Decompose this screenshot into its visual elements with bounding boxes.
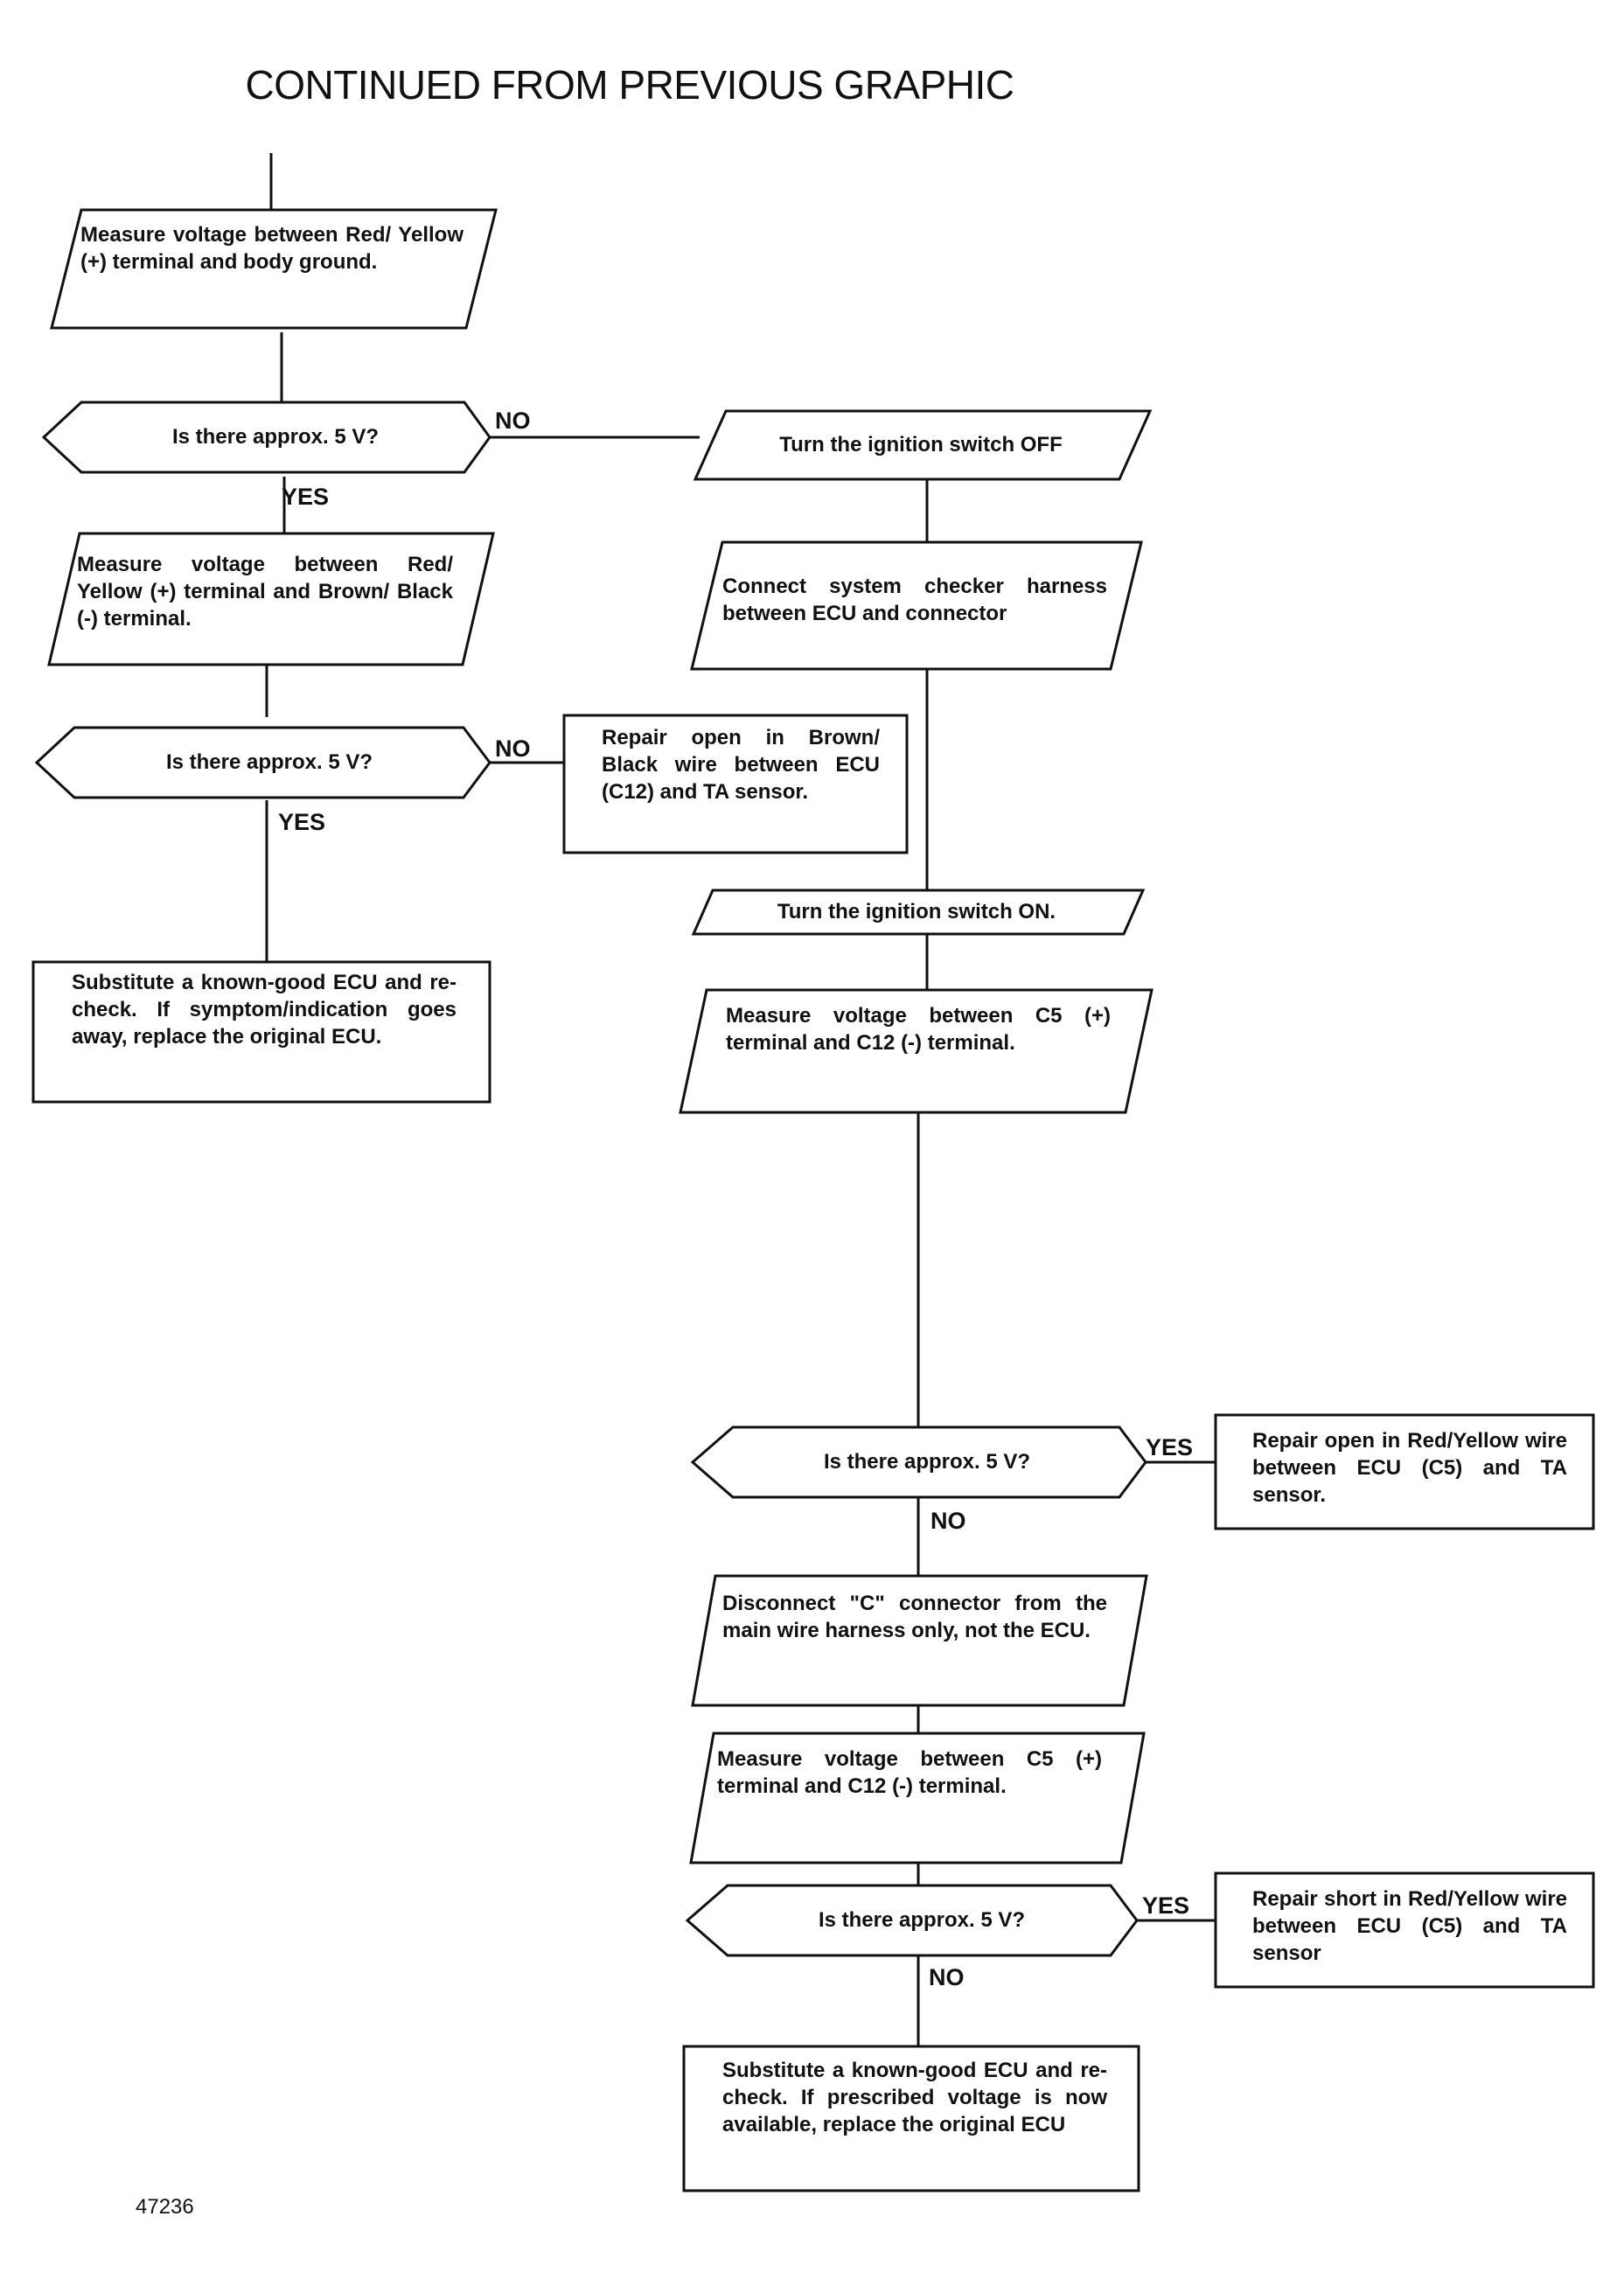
decision-shape: [41, 401, 491, 474]
step-measure-red-yellow-body: Measure voltage between Red/ Yellow (+) …: [80, 223, 464, 275]
branch-label-yes: YES: [278, 809, 326, 835]
step-measure-c5-c12-2: Measure voltage between C5 (+) terminal …: [717, 1747, 1102, 1799]
branch-label-no: NO: [929, 1964, 965, 1990]
step-measure-c5-c12-1: Measure voltage between C5 (+) terminal …: [726, 1004, 1111, 1056]
decision-q2: Is there approx. 5 V?: [165, 750, 373, 775]
action-box: [682, 2045, 1140, 2192]
figure-number: 47236: [136, 2195, 194, 2219]
decision-shape: [34, 726, 491, 799]
action-box: [1214, 1871, 1595, 1989]
decision-shape: [685, 1884, 1139, 1957]
action-box: [1214, 1413, 1595, 1530]
branch-label-yes: YES: [1142, 1892, 1190, 1919]
decision-q3: Is there approx. 5 V?: [823, 1450, 1031, 1474]
process-shape: [689, 1732, 1146, 1864]
process-shape: [50, 208, 498, 330]
decision-q4: Is there approx. 5 V?: [818, 1908, 1026, 1933]
process-shape: [691, 889, 1146, 936]
process-shape: [693, 409, 1153, 481]
step-turn-ignition-off: Turn the ignition switch OFF: [779, 433, 1063, 457]
process-shape: [47, 532, 495, 666]
step-disconnect-c-connector: Disconnect "C" connector from the main w…: [722, 1592, 1107, 1643]
branch-label-yes: YES: [282, 484, 330, 510]
action-box: [562, 714, 909, 854]
page-title: CONTINUED FROM PREVIOUS GRAPHIC: [245, 62, 1014, 108]
process-shape: [691, 1574, 1148, 1707]
branch-label-no: NO: [495, 735, 531, 762]
step-repair-open-brown-black: Repair open in Brown/ Black wire between…: [602, 726, 880, 805]
step-measure-red-yellow-brown-black: Measure voltage between Red/ Yellow (+) …: [77, 553, 453, 631]
branch-label-yes: YES: [1146, 1434, 1194, 1460]
decision-shape: [690, 1425, 1147, 1499]
step-substitute-ecu-2: Substitute a known-good ECU and re-check…: [722, 2059, 1107, 2137]
step-repair-open-red-yellow: Repair open in Red/Yellow wire between E…: [1252, 1429, 1567, 1508]
branch-label-no: NO: [930, 1508, 966, 1534]
step-connect-checker: Connect system checker harness between E…: [722, 575, 1107, 626]
action-box: [31, 960, 491, 1104]
decision-q1: Is there approx. 5 V?: [171, 425, 380, 450]
branch-label-no: NO: [495, 408, 531, 434]
step-turn-ignition-on: Turn the ignition switch ON.: [777, 900, 1056, 924]
process-shape: [679, 988, 1154, 1114]
process-shape: [690, 540, 1143, 671]
step-substitute-ecu-1: Substitute a known-good ECU and re-check…: [72, 971, 457, 1049]
step-repair-short-red-yellow: Repair short in Red/Yellow wire between …: [1252, 1887, 1567, 1966]
